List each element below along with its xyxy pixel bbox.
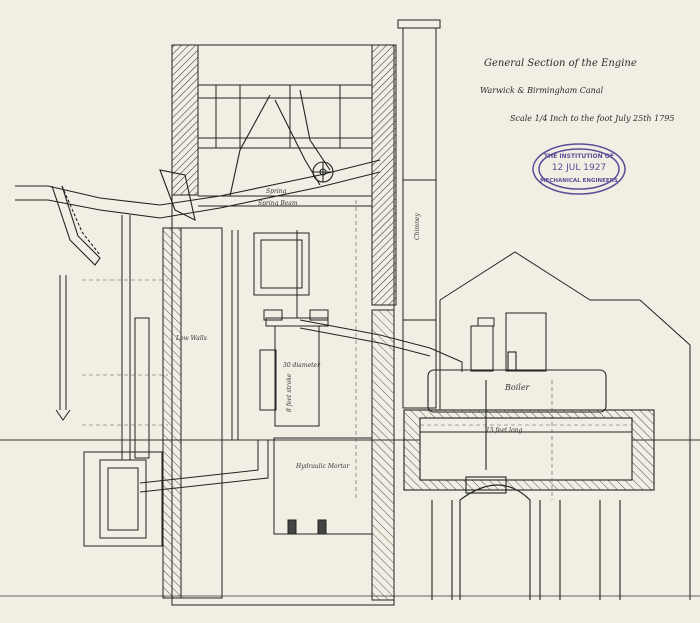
boiler-house bbox=[439, 251, 691, 600]
spring-beam-label: Spring Beam bbox=[258, 200, 298, 207]
hydraulic-mortar-label: Hydraulic Mortar bbox=[296, 463, 350, 470]
stamp-line-3: MECHANICAL ENGINEERS bbox=[540, 178, 618, 184]
condenser-pipe bbox=[83, 440, 269, 547]
chimney bbox=[397, 19, 441, 409]
chimney-label: Chimney bbox=[414, 213, 421, 240]
beam-assembly bbox=[15, 89, 381, 266]
institution-stamp: THE INSTITUTION OF 12 JUL 1927 MECHANICA… bbox=[533, 144, 625, 194]
spring-label: Spring bbox=[266, 188, 287, 195]
institution-stamp-oval bbox=[532, 143, 626, 195]
hydraulic-foundation bbox=[273, 437, 373, 535]
drawing-scale: Scale 1/4 Inch to the foot July 25th 179… bbox=[510, 114, 675, 123]
low-walls-label: Low Walls bbox=[176, 335, 207, 342]
boiler-length-label: 15 feet long bbox=[486, 427, 523, 434]
dimension-lines bbox=[82, 200, 632, 500]
drawing-title: General Section of the Engine bbox=[484, 58, 637, 69]
pump-rods bbox=[55, 215, 239, 460]
cylinder-diameter-label: 30 diameter bbox=[283, 362, 320, 369]
drawing-subtitle: Warwick & Birmingham Canal bbox=[480, 86, 604, 95]
cylinder-stroke-label: 8 feet stroke bbox=[286, 373, 293, 412]
stamp-line-1: THE INSTITUTION OF bbox=[544, 153, 614, 160]
engine-house-walls bbox=[162, 44, 397, 606]
stamp-date: 12 JUL 1927 bbox=[551, 163, 607, 173]
engine-house-window bbox=[253, 232, 310, 296]
steam-pipe bbox=[299, 319, 463, 372]
cylinder bbox=[259, 230, 329, 427]
boiler bbox=[403, 351, 655, 600]
boiler-label: Boiler bbox=[505, 383, 530, 392]
